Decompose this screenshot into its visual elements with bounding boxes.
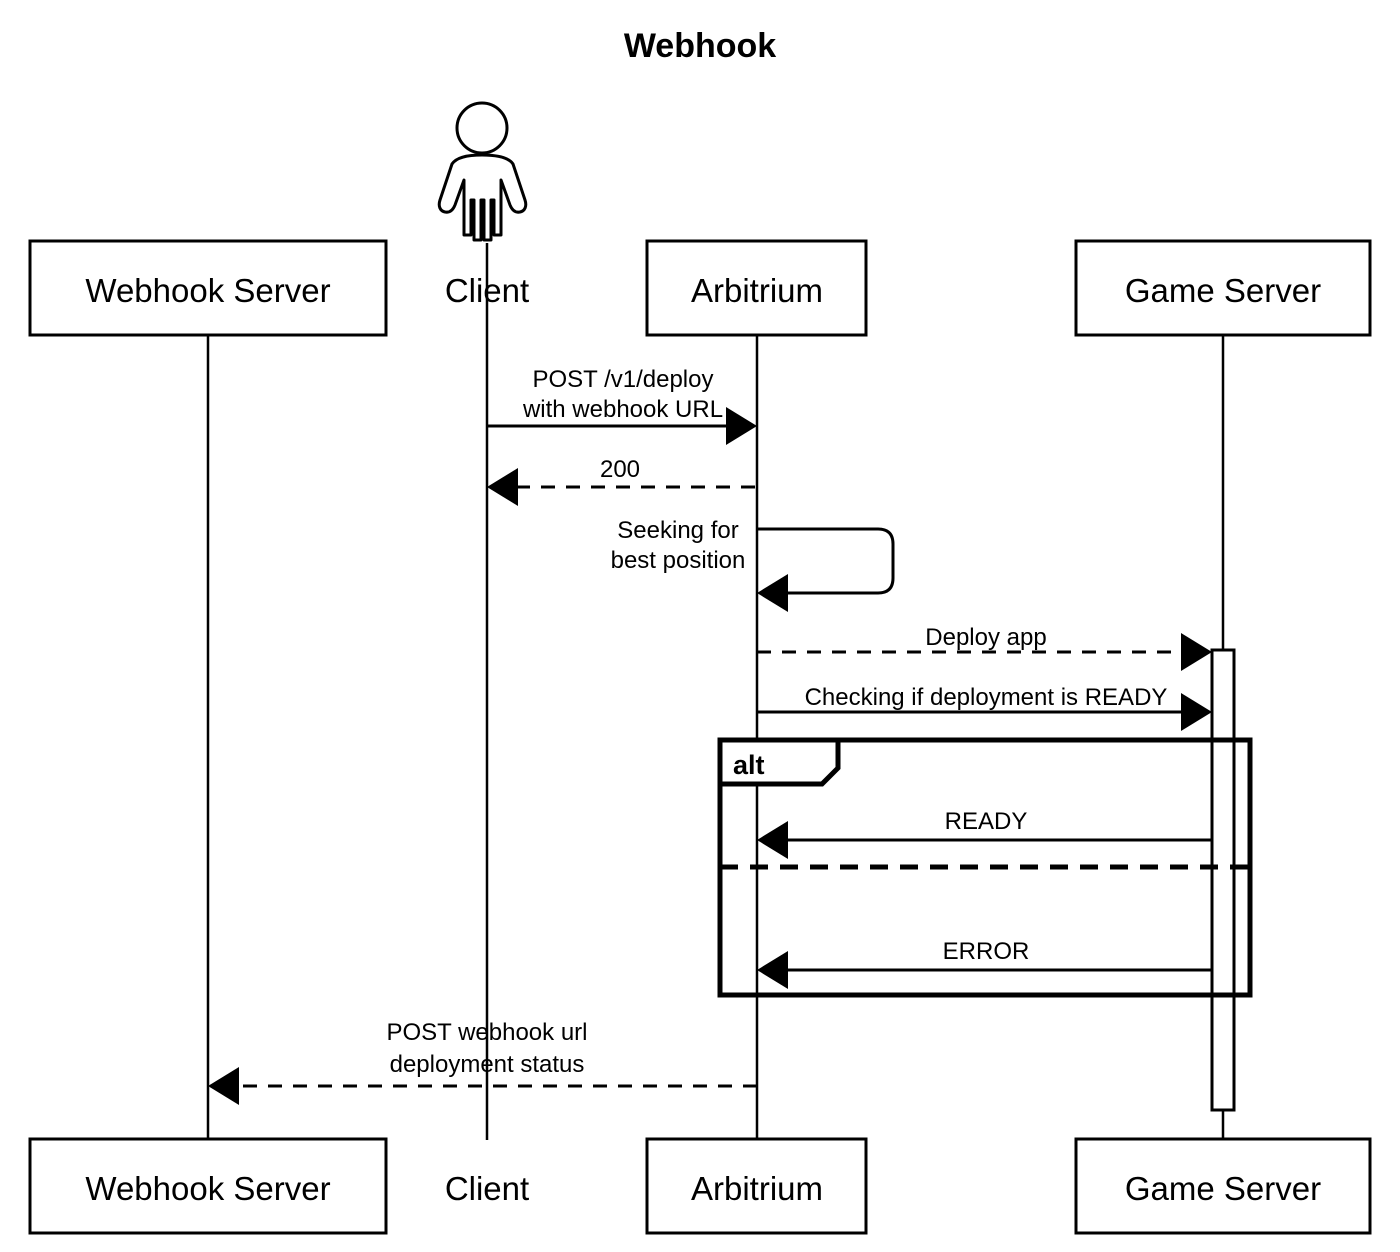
- arrowhead-200: [487, 468, 518, 506]
- message-checking-ready: Checking if deployment is READY: [757, 684, 1212, 731]
- arrowhead-ready: [757, 821, 788, 859]
- alt-operator-tag: [717, 737, 841, 787]
- participant-box-game-server-bottom: [1074, 1137, 1372, 1235]
- message-seeking-best-position: Seeking for best position: [611, 517, 895, 612]
- participant-label-arbitrium-top: Arbitrium: [691, 272, 823, 309]
- message-label-checking-ready: Checking if deployment is READY: [805, 684, 1168, 711]
- message-label-post-webhook-line2: deployment status: [390, 1051, 585, 1078]
- message-label-post-webhook-line1: POST webhook url: [387, 1019, 588, 1046]
- participant-label-game-server-top: Game Server: [1125, 272, 1321, 309]
- activation-bar-game-server: [1210, 648, 1236, 1112]
- participant-label-webhook-server-bottom: Webhook Server: [85, 1170, 330, 1207]
- participant-box-webhook-server-top: [28, 239, 388, 337]
- message-post-webhook-url: POST webhook url deployment status: [208, 1019, 757, 1105]
- arrowhead-error: [757, 951, 788, 989]
- message-label-post-deploy-line2: with webhook URL: [522, 396, 723, 423]
- participant-label-client-top: Client: [445, 272, 529, 309]
- message-label-ready: READY: [945, 808, 1028, 835]
- message-post-deploy: POST /v1/deploy with webhook URL: [487, 366, 757, 445]
- message-label-deploy-app: Deploy app: [925, 624, 1046, 651]
- participant-label-game-server-bottom: Game Server: [1125, 1170, 1321, 1207]
- participant-label-arbitrium-bottom: Arbitrium: [691, 1170, 823, 1207]
- participant-box-webhook-server-bottom: [28, 1137, 388, 1235]
- arrowhead-post-webhook-url: [208, 1067, 239, 1105]
- message-deploy-app: Deploy app: [757, 624, 1212, 671]
- page-title: Webhook: [624, 27, 776, 65]
- message-label-seeking-line1: Seeking for: [617, 517, 738, 544]
- participant-box-game-server-top: [1074, 239, 1372, 337]
- message-label-200: 200: [600, 456, 640, 483]
- arrowhead-checking-ready: [1181, 693, 1212, 731]
- message-label-error: ERROR: [943, 938, 1030, 965]
- message-label-seeking-line2: best position: [611, 547, 746, 574]
- actor-icon-client: [437, 101, 528, 242]
- arrowhead-seeking: [757, 574, 788, 612]
- arrowhead-post-deploy: [726, 407, 757, 445]
- alt-operator-label: alt: [733, 750, 765, 780]
- message-error: ERROR: [757, 938, 1212, 989]
- message-200: 200: [487, 456, 755, 506]
- message-label-post-deploy-line1: POST /v1/deploy: [533, 366, 714, 393]
- arrowhead-deploy-app: [1181, 633, 1212, 671]
- participant-box-arbitrium-top: [645, 239, 868, 337]
- combined-fragment-alt: alt READY ERROR: [717, 737, 1253, 998]
- participant-label-webhook-server-top: Webhook Server: [85, 272, 330, 309]
- participant-label-client-bottom: Client: [445, 1170, 529, 1207]
- message-ready: READY: [757, 808, 1212, 859]
- participant-box-arbitrium-bottom: [645, 1137, 868, 1235]
